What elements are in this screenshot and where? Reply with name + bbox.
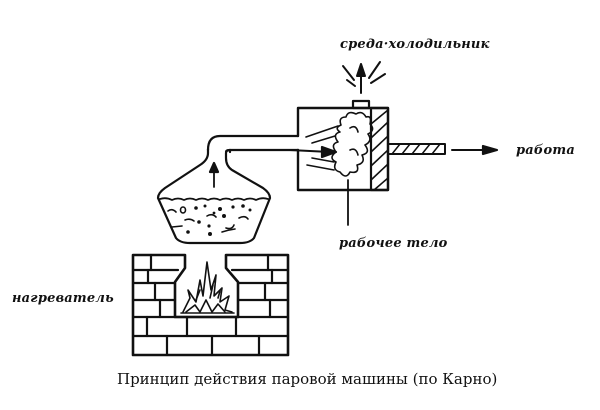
label-cooler: среда·холодильник [340,37,490,52]
steam-pipe [208,136,298,152]
piston-rod [388,144,445,154]
steam-cloud [332,113,373,176]
piston [371,108,388,190]
furnace [133,255,288,355]
diagram-caption: Принцип действия паровой машины (по Карн… [117,370,498,388]
heat-release-icon [343,62,385,93]
label-working-body: рабочее тело [339,236,448,251]
work-arrow-icon [452,146,497,154]
label-work: работа [516,143,575,158]
fire-icon [181,262,234,313]
boiler-flask [158,149,270,243]
label-heater: нагреватель [12,291,114,306]
cylinder [290,101,388,190]
